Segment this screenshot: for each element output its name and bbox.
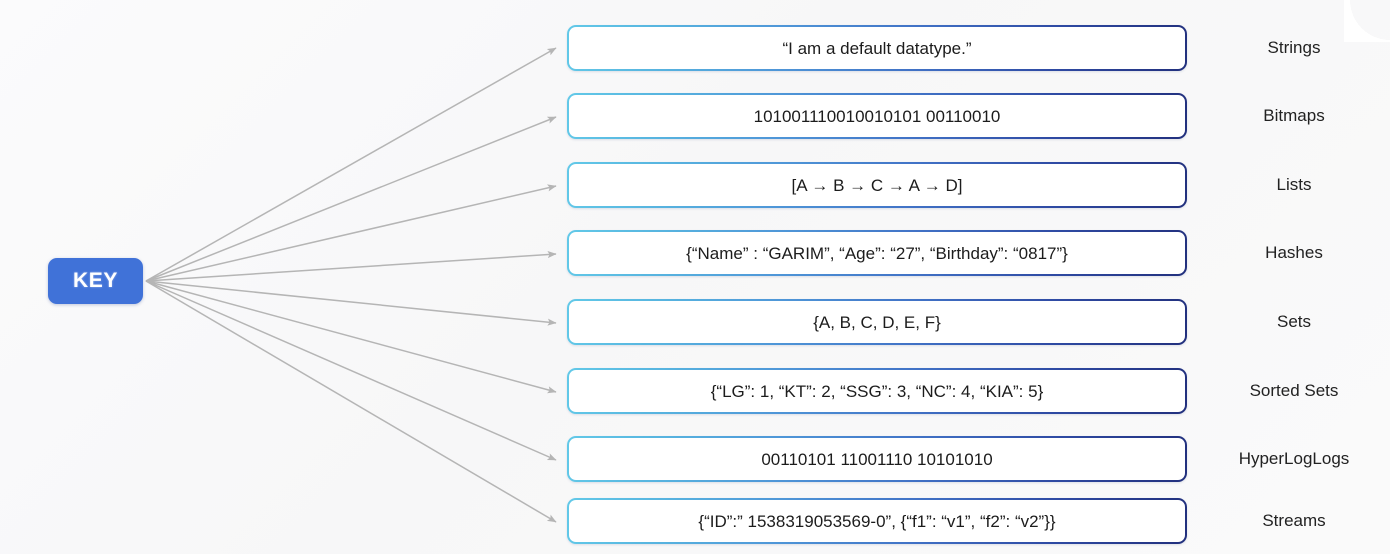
key-node-label: KEY (73, 269, 118, 292)
value-box-inner: [A → B → C → A → D] (569, 164, 1185, 206)
value-box-inner: 101001110010010101 00110010 (569, 95, 1185, 137)
type-label-strings: Strings (1267, 38, 1321, 57)
value-box-streams[interactable]: {“ID”:” 1538319053569-0”, {“f1”: “v1”, “… (567, 498, 1187, 544)
connector-line-8 (145, 280, 557, 523)
value-box-sets[interactable]: {A, B, C, D, E, F} (567, 299, 1187, 345)
type-label-bitmaps: Bitmaps (1263, 106, 1325, 125)
value-box-strings[interactable]: “I am a default datatype.” (567, 25, 1187, 71)
value-box-inner: {A, B, C, D, E, F} (569, 301, 1185, 343)
value-box-inner: {“LG”: 1, “KT”: 2, “SSG”: 3, “NC”: 4, “K… (569, 370, 1185, 412)
value-text: 00110101 11001110 10101010 (761, 449, 993, 469)
connector-line-3 (145, 184, 557, 282)
value-box-sorted-sets[interactable]: {“LG”: 1, “KT”: 2, “SSG”: 3, “NC”: 4, “K… (567, 368, 1187, 414)
connector-line-6 (145, 280, 557, 394)
connector-line-1 (145, 47, 557, 282)
value-box-hashes[interactable]: {“Name” : “GARIM”, “Age”: “27”, “Birthda… (567, 230, 1187, 276)
connector-line-7 (145, 280, 557, 461)
value-text: {“Name” : “GARIM”, “Age”: “27”, “Birthda… (686, 243, 1068, 263)
type-label-lists: Lists (1276, 175, 1312, 194)
value-box-bitmaps[interactable]: 101001110010010101 00110010 (567, 93, 1187, 139)
key-node[interactable]: KEY (48, 258, 143, 304)
value-box-hyperloglogs[interactable]: 00110101 11001110 10101010 (567, 436, 1187, 482)
type-label-hashes: Hashes (1265, 243, 1323, 262)
value-text: “I am a default datatype.” (782, 38, 972, 58)
value-box-inner: “I am a default datatype.” (569, 27, 1185, 69)
connector-line-5 (145, 280, 557, 326)
value-text: {“ID”:” 1538319053569-0”, {“f1”: “v1”, “… (698, 511, 1056, 531)
type-label-hyperloglogs: HyperLogLogs (1238, 449, 1350, 468)
value-box-inner: {“Name” : “GARIM”, “Age”: “27”, “Birthda… (569, 232, 1185, 274)
value-box-inner: 00110101 11001110 10101010 (569, 438, 1185, 480)
value-text: {“LG”: 1, “KT”: 2, “SSG”: 3, “NC”: 4, “K… (710, 381, 1044, 401)
type-label-streams: Streams (1262, 511, 1326, 530)
value-box-inner: {“ID”:” 1538319053569-0”, {“f1”: “v1”, “… (569, 500, 1185, 542)
connector-line-4 (145, 250, 557, 282)
type-label-sets: Sets (1276, 312, 1312, 331)
value-box-lists[interactable]: [A → B → C → A → D] (567, 162, 1187, 208)
type-label-sorted-sets: Sorted Sets (1249, 381, 1339, 400)
value-text: {A, B, C, D, E, F} (813, 312, 941, 332)
connector-line-2 (145, 116, 557, 282)
value-text: 101001110010010101 00110010 (753, 106, 1001, 126)
value-text: [A → B → C → A → D] (791, 175, 963, 195)
